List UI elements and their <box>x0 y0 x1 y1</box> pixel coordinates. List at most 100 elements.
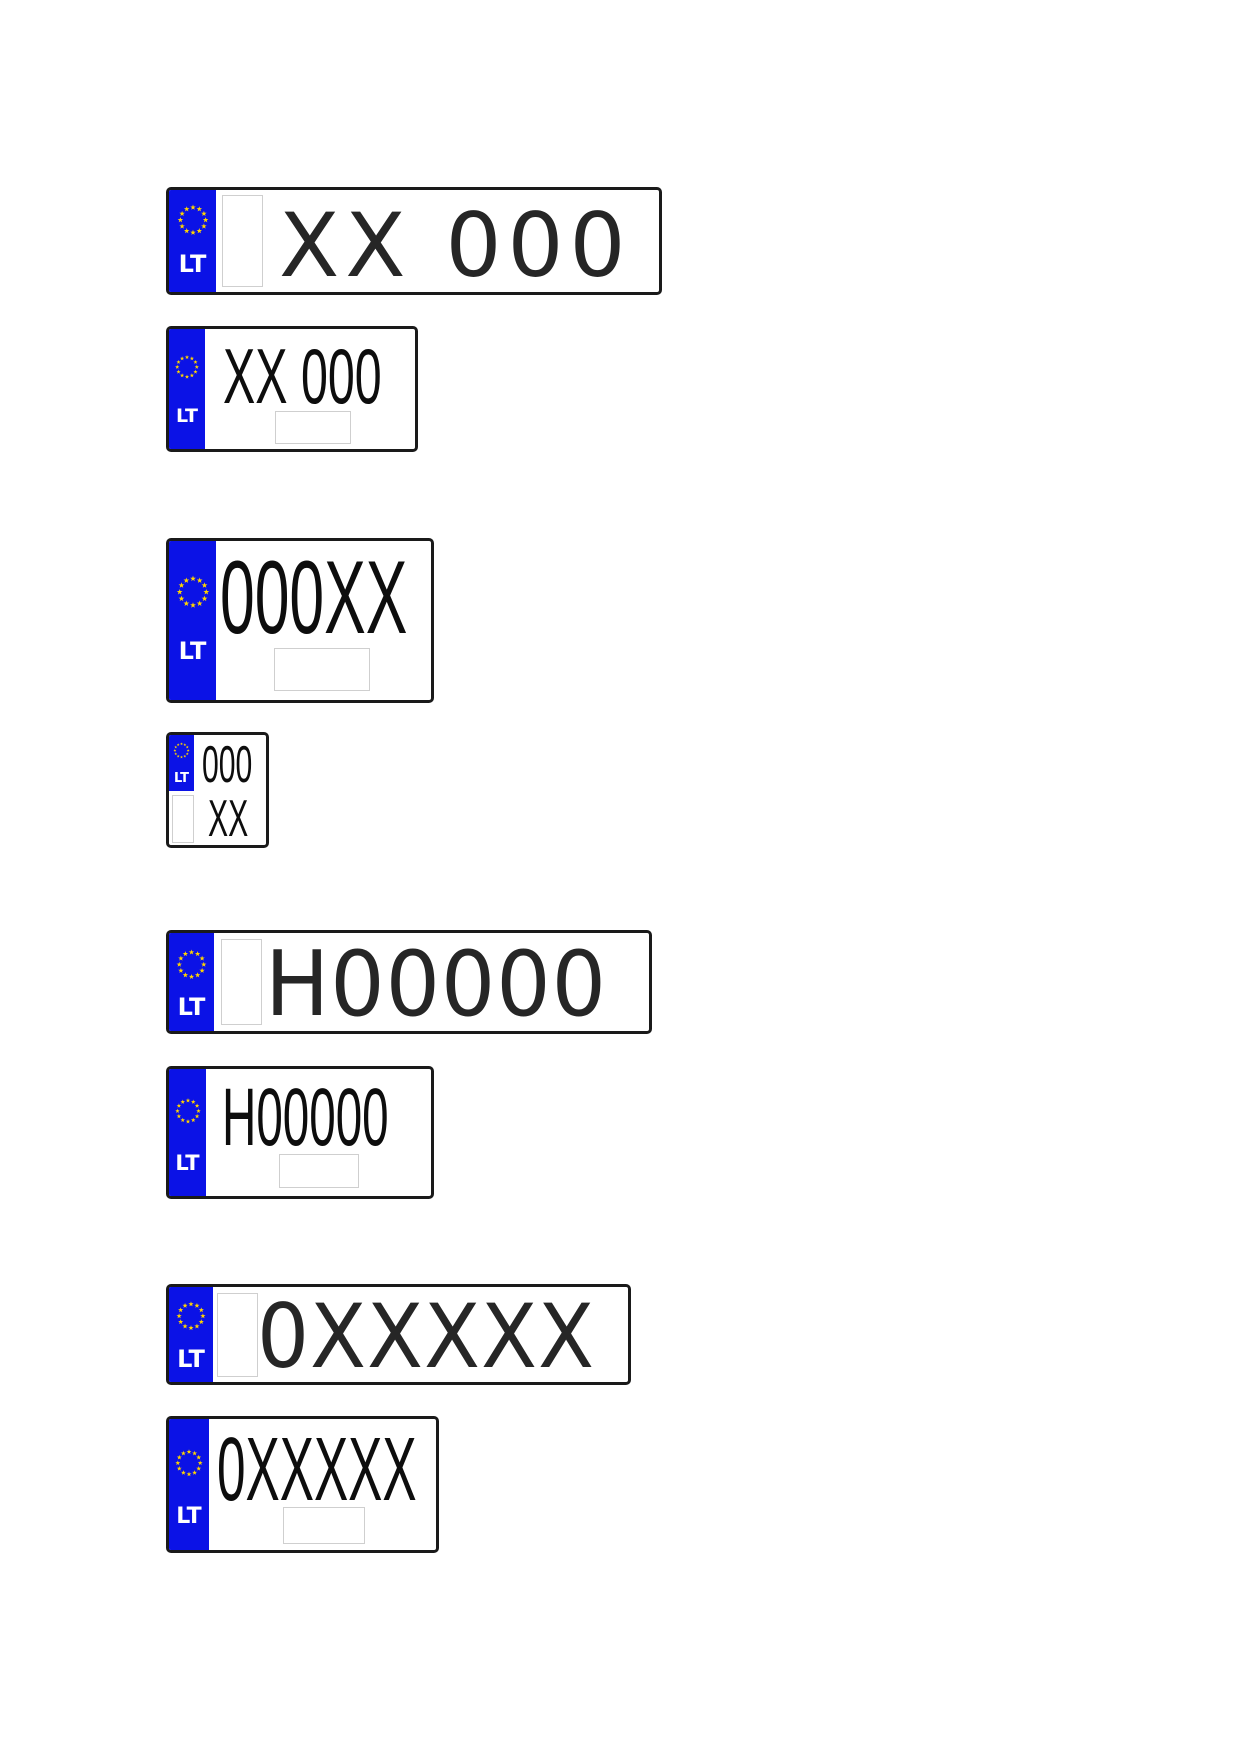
eu-star-icon <box>185 745 189 749</box>
eu-star-icon <box>176 1313 182 1319</box>
eu-star-icon <box>180 1450 186 1456</box>
eu-star-icon <box>194 1302 200 1308</box>
license-plate-2: LT XX 000 <box>166 326 418 452</box>
eu-star-icon <box>197 1460 203 1466</box>
country-code: LT <box>177 993 206 1021</box>
eu-star-icon <box>175 1108 180 1113</box>
sticker-slot <box>222 195 263 287</box>
eu-star-icon <box>190 204 196 210</box>
plate-number: 0XXXXX <box>217 1420 417 1520</box>
eu-star-icon <box>180 742 183 746</box>
license-plate-6: LT H00000 <box>166 1066 434 1199</box>
eu-star-icon <box>189 356 195 361</box>
eu-star-icon <box>188 949 195 955</box>
eu-star-icon <box>176 359 181 364</box>
eu-star-icon <box>198 1319 204 1325</box>
sticker-slot <box>279 1154 359 1188</box>
sticker-slot <box>172 795 194 843</box>
country-code: LT <box>176 405 198 427</box>
eu-star-icon <box>190 575 196 582</box>
eu-star-icon <box>199 967 205 973</box>
plate-number: H00000 <box>265 932 607 1034</box>
eu-star-icon <box>174 752 178 756</box>
eu-star-icon <box>176 961 182 967</box>
plate-number: 0XXXXX <box>257 1285 595 1385</box>
eu-star-icon <box>194 364 199 369</box>
eu-star-icon <box>193 359 198 364</box>
eu-star-icon <box>188 973 195 980</box>
eu-star-icon <box>183 754 187 758</box>
eu-star-icon <box>185 1098 191 1103</box>
eu-star-icon <box>196 600 203 606</box>
eu-star-icon <box>202 217 209 223</box>
eu-star-icon <box>178 1319 184 1325</box>
eu-star-icon <box>178 582 185 588</box>
eu-star-icon <box>176 743 180 746</box>
eu-star-icon <box>194 1323 200 1329</box>
eu-band: LT <box>169 933 214 1031</box>
eu-star-icon <box>176 1466 182 1471</box>
eu-star-icon <box>199 955 205 961</box>
eu-star-icon <box>176 754 180 758</box>
eu-stars-icon <box>173 742 190 759</box>
eu-band: LT <box>169 1287 213 1382</box>
eu-star-icon <box>196 1454 202 1460</box>
plate-number: XX 000 <box>279 194 632 295</box>
eu-star-icon <box>186 1449 192 1454</box>
eu-star-icon <box>182 1302 188 1308</box>
country-code: LT <box>178 637 207 665</box>
eu-star-icon <box>179 356 185 361</box>
eu-star-icon <box>180 755 183 759</box>
eu-star-icon <box>192 1470 198 1475</box>
eu-star-icon <box>201 595 208 602</box>
eu-star-icon <box>175 1460 181 1466</box>
eu-star-icon <box>184 354 190 360</box>
eu-star-icon <box>182 951 189 957</box>
eu-star-icon <box>183 228 190 234</box>
eu-stars-icon <box>175 1098 201 1124</box>
eu-star-icon <box>173 748 177 752</box>
eu-star-icon <box>201 961 207 967</box>
eu-star-icon <box>184 374 190 379</box>
eu-star-icon <box>201 582 208 588</box>
eu-star-icon <box>178 955 184 961</box>
eu-star-icon <box>176 369 181 374</box>
eu-star-icon <box>190 1099 196 1104</box>
license-plate-8: LT 0XXXXX <box>166 1416 439 1553</box>
eu-star-icon <box>200 1313 206 1319</box>
eu-star-icon <box>201 210 207 217</box>
eu-stars-icon <box>176 1301 206 1331</box>
plate-number: 000XX <box>220 540 408 656</box>
license-plate-7: LT 0XXXXX <box>166 1284 631 1385</box>
eu-stars-icon <box>175 1449 203 1477</box>
sticker-slot <box>283 1507 365 1544</box>
eu-star-icon <box>196 577 203 583</box>
eu-star-icon <box>183 577 190 583</box>
license-plate-1: LT XX 000 <box>166 187 662 295</box>
eu-star-icon <box>194 1103 200 1108</box>
sticker-slot <box>217 1293 258 1377</box>
eu-star-icon <box>190 229 196 235</box>
eu-star-icon <box>185 1119 191 1124</box>
eu-star-icon <box>176 1113 182 1119</box>
eu-star-icon <box>180 1117 186 1123</box>
eu-star-icon <box>192 1450 198 1456</box>
license-plate-5: LT H00000 <box>166 930 652 1034</box>
eu-band: LT <box>169 541 216 700</box>
eu-star-icon <box>180 1099 186 1104</box>
sticker-slot <box>275 411 351 444</box>
eu-star-icon <box>176 588 183 595</box>
eu-star-icon <box>196 228 203 234</box>
country-code: LT <box>176 1504 202 1529</box>
license-plate-3: LT 000XX <box>166 538 434 703</box>
eu-stars-icon <box>175 354 199 379</box>
eu-star-icon <box>176 1103 182 1108</box>
eu-star-icon <box>185 752 189 756</box>
eu-band: LT <box>169 329 205 449</box>
eu-star-icon <box>179 223 185 229</box>
country-code: LT <box>174 771 189 786</box>
eu-star-icon <box>188 1301 194 1307</box>
eu-band: LT <box>169 1419 209 1550</box>
license-plate-4: LT 000 XX <box>166 732 269 848</box>
eu-star-icon <box>198 1307 204 1313</box>
